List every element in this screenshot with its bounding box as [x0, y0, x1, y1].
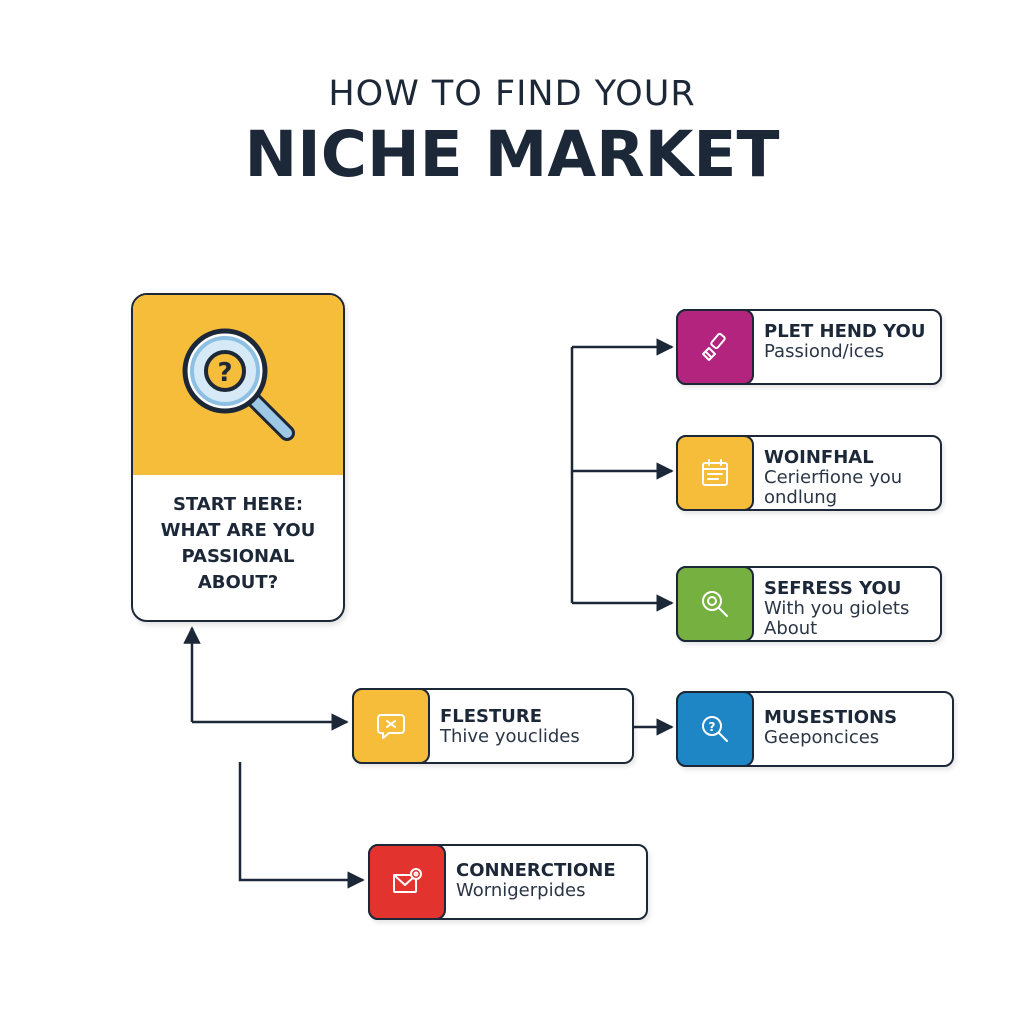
step-subtitle: Thive youclides — [440, 726, 580, 747]
step-subtitle: Passiond/ices — [764, 341, 885, 362]
step-icon-box — [676, 309, 754, 385]
step-subtitle: Geeponcices — [764, 727, 880, 748]
step-card-flesture[interactable]: FLESTURE Thive youclides — [352, 688, 634, 764]
brush-icon — [702, 332, 726, 361]
magnifier-question-icon: ? — [702, 716, 728, 742]
step-card-plet[interactable]: PLET HEND YOU Passiond/ices — [676, 309, 942, 385]
calendar-icon — [702, 459, 728, 486]
start-line: START HERE: — [172, 494, 304, 515]
step-card-connerctione[interactable]: CONNERCTIONE Wornigerpides — [368, 844, 648, 920]
svg-text:?: ? — [217, 358, 232, 388]
step-subtitle: ondlung — [764, 487, 838, 508]
start-card-text: START HERE: WHAT ARE YOU PASSIONAL ABOUT… — [133, 492, 343, 596]
step-title: SEFRESS YOU — [764, 578, 902, 599]
step-card-musestions[interactable]: ? MUSESTIONS Geeponcices — [676, 691, 954, 767]
step-title: PLET HEND YOU — [764, 321, 926, 342]
title-line-2: NICHE MARKET — [244, 118, 780, 191]
chat-bubble-icon — [377, 714, 405, 739]
step-icon-box — [368, 844, 446, 920]
step-icon-box — [352, 688, 430, 764]
step-title: WOINFHAL — [764, 447, 874, 468]
step-subtitle: Wornigerpides — [456, 880, 586, 901]
title-line-1: HOW TO FIND YOUR — [328, 74, 696, 114]
step-title: CONNERCTIONE — [456, 860, 616, 881]
mail-icon — [393, 868, 422, 893]
start-card[interactable]: ? START HERE: WHAT ARE YOU PASSIONAL ABO… — [131, 293, 345, 622]
search-icon — [702, 591, 728, 617]
step-card-sefress[interactable]: SEFRESS YOU With you giolets About — [676, 566, 942, 642]
start-line: WHAT ARE YOU — [160, 520, 316, 541]
arrow-to-connerctione — [238, 762, 365, 889]
step-title: MUSESTIONS — [764, 707, 898, 728]
step-subtitle: With you giolets — [764, 598, 910, 619]
step-title: FLESTURE — [440, 706, 543, 727]
step-subtitle: About — [764, 618, 818, 639]
step-subtitle: Cerierfione you — [764, 467, 903, 488]
magnifier-question-icon: ? — [182, 328, 295, 441]
svg-text:?: ? — [709, 720, 716, 734]
start-line: ABOUT? — [197, 572, 279, 593]
step-icon-box — [676, 566, 754, 642]
start-line: PASSIONAL — [181, 546, 295, 567]
step-icon-box: ? — [676, 691, 754, 767]
start-card-header: ? — [133, 295, 343, 475]
step-card-woinfhal[interactable]: WOINFHAL Cerierfione you ondlung — [676, 435, 942, 511]
step-icon-box — [676, 435, 754, 511]
